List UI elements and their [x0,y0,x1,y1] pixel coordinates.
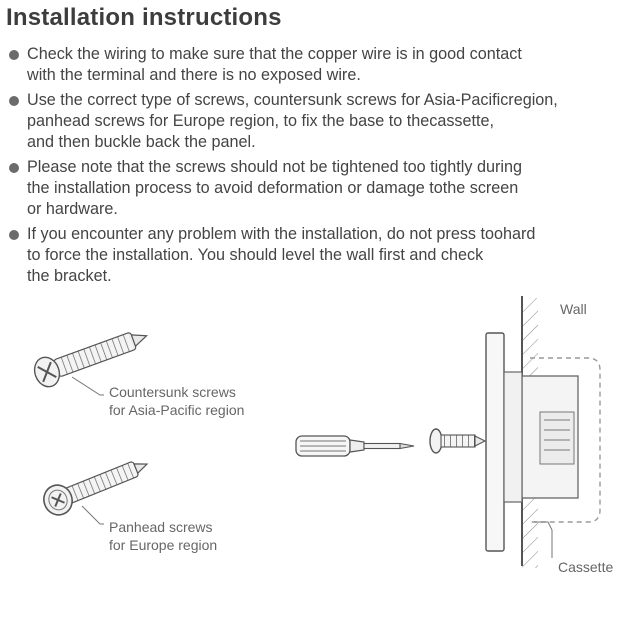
page-title: Installation instructions [6,4,282,31]
bullet-line: the bracket. [27,267,112,285]
list-item: If you encounter any problem with the in… [8,224,634,287]
wall-label: Wall [560,301,587,317]
panhead-region-label: for Europe region [109,537,218,553]
wall-panel-icon [485,296,601,568]
list-item: Check the wiring to make sure that the c… [8,44,634,86]
bullet-icon [9,96,19,106]
leader-line [534,521,553,558]
bullet-icon [9,50,19,60]
bullet-line: to force the installation. You should le… [27,246,484,264]
screwdriver-icon [295,435,415,457]
leader-line [71,376,104,396]
bullet-line: and then buckle back the panel. [27,133,256,151]
countersunk-region-label: for Asia-Pacific region [109,402,245,418]
bullet-line: panhead screws for Europe region, to fix… [27,112,495,130]
bullet-icon [9,230,19,240]
countersunk-screw-icon [33,332,149,388]
panhead-label: Panhead screws [109,519,213,535]
screw-icon [429,428,487,454]
bullet-icon [9,163,19,173]
list-item: Use the correct type of screws, counters… [8,90,634,153]
list-item: Please note that the screws should not b… [8,157,634,220]
bullet-line: with the terminal and there is no expose… [27,66,361,84]
bullet-line: the installation process to avoid deform… [27,179,519,197]
bullet-line: If you encounter any problem with the in… [27,225,536,243]
countersunk-label: Countersunk screws [109,384,236,400]
leader-line [81,505,104,525]
instruction-list: Check the wiring to make sure that the c… [8,44,634,291]
bullet-line: Check the wiring to make sure that the c… [27,45,522,63]
bullet-line: or hardware. [27,200,118,218]
bullet-line: Use the correct type of screws, counters… [27,91,558,109]
cassette-label: Cassette [558,559,614,575]
bullet-line: Please note that the screws should not b… [27,158,522,176]
panhead-screw-icon [43,461,149,516]
